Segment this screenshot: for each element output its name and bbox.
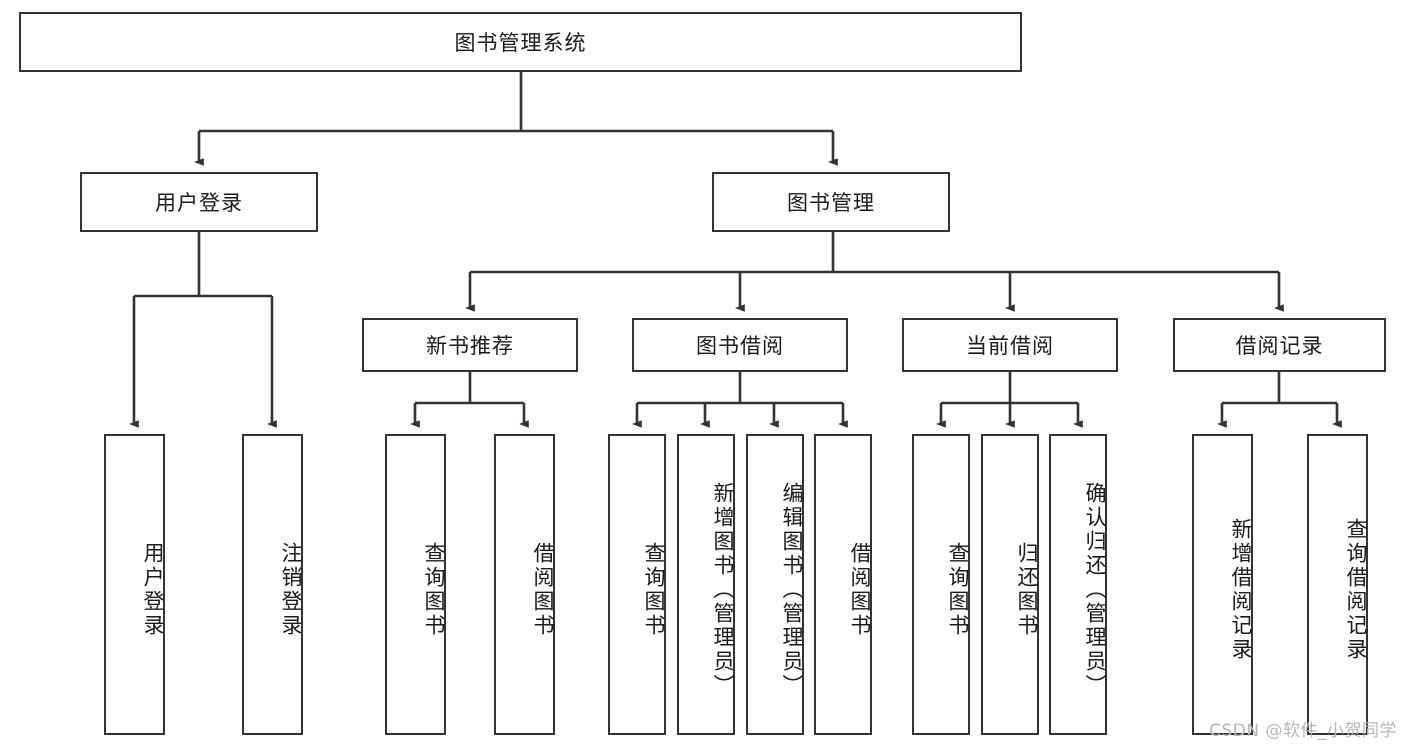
node-label: 借阅图书 xyxy=(531,541,555,638)
node-leaf-borrow-book-recommend[interactable]: 借阅图书 xyxy=(494,434,555,735)
node-leaf-confirm-return[interactable]: 确认归还（管理员） xyxy=(1049,434,1107,735)
node-label: 借阅记录 xyxy=(1235,334,1324,358)
node-label: 新书推荐 xyxy=(426,334,514,358)
node-label: 借阅图书 xyxy=(848,541,872,638)
node-label: 图书管理系统 xyxy=(454,31,587,55)
node-label: 归还图书 xyxy=(1015,541,1039,638)
node-leaf-user-login[interactable]: 用户登录 xyxy=(104,434,165,735)
node-leaf-edit-book[interactable]: 编辑图书（管理员） xyxy=(746,434,804,735)
node-current-borrow[interactable]: 当前借阅 xyxy=(902,318,1118,372)
node-label: 用户登录 xyxy=(155,191,243,215)
node-leaf-query-record[interactable]: 查询借阅记录 xyxy=(1307,434,1368,735)
node-leaf-query-book-borrow[interactable]: 查询图书 xyxy=(608,434,666,735)
node-label: 确认归还（管理员） xyxy=(1083,481,1107,698)
node-leaf-add-book[interactable]: 新增图书（管理员） xyxy=(677,434,735,735)
node-label: 新增借阅记录 xyxy=(1229,517,1253,662)
csdn-watermark: CSDN @软件_小贺同学 xyxy=(1209,721,1397,741)
node-borrow-record[interactable]: 借阅记录 xyxy=(1173,318,1386,372)
node-leaf-logout-login[interactable]: 注销登录 xyxy=(242,434,303,735)
node-label: 用户登录 xyxy=(141,541,165,638)
node-leaf-query-book-recommend[interactable]: 查询图书 xyxy=(385,434,446,735)
node-user-login[interactable]: 用户登录 xyxy=(80,172,318,232)
node-book-management[interactable]: 图书管理 xyxy=(712,172,950,232)
node-new-book-recommend[interactable]: 新书推荐 xyxy=(362,318,578,372)
node-leaf-borrow-book[interactable]: 借阅图书 xyxy=(814,434,872,735)
node-label: 查询图书 xyxy=(642,541,666,638)
node-label: 新增图书（管理员） xyxy=(711,481,735,698)
node-label: 查询图书 xyxy=(422,541,446,638)
node-leaf-return-book[interactable]: 归还图书 xyxy=(981,434,1039,735)
node-label: 图书管理 xyxy=(787,191,875,215)
node-label: 图书借阅 xyxy=(696,334,784,358)
node-leaf-add-record[interactable]: 新增借阅记录 xyxy=(1192,434,1253,735)
node-label: 查询图书 xyxy=(946,541,970,638)
node-label: 当前借阅 xyxy=(966,334,1054,358)
node-leaf-query-book-current[interactable]: 查询图书 xyxy=(912,434,970,735)
node-book-borrow[interactable]: 图书借阅 xyxy=(632,318,848,372)
node-label: 注销登录 xyxy=(279,541,303,638)
node-label: 编辑图书（管理员） xyxy=(780,481,804,698)
node-label: 查询借阅记录 xyxy=(1344,517,1368,662)
node-system-root[interactable]: 图书管理系统 xyxy=(19,12,1022,72)
